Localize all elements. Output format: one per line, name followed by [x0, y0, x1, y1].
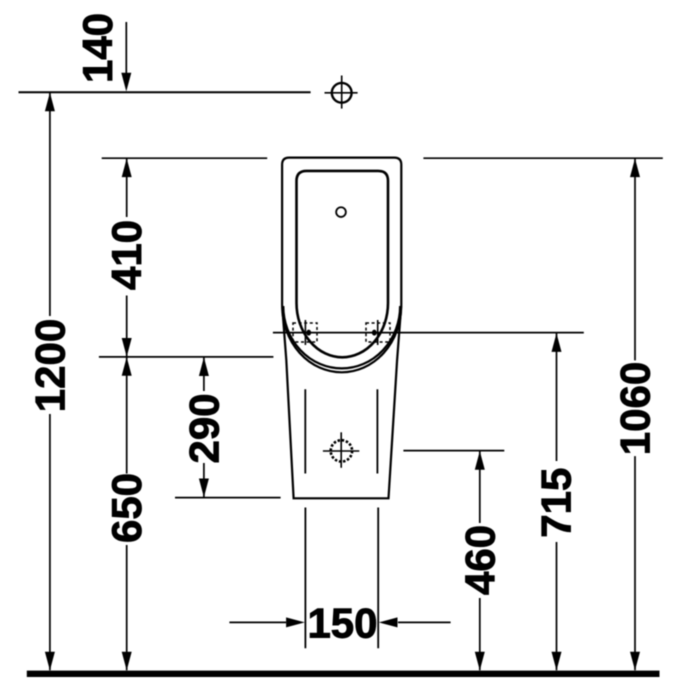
svg-text:650: 650	[103, 473, 150, 543]
svg-text:410: 410	[103, 220, 150, 290]
svg-text:460: 460	[456, 525, 503, 595]
svg-text:150: 150	[307, 600, 377, 647]
svg-text:715: 715	[533, 468, 580, 538]
svg-text:1060: 1060	[612, 362, 659, 455]
svg-text:140: 140	[74, 13, 121, 83]
svg-text:1200: 1200	[26, 319, 73, 412]
svg-text:290: 290	[180, 393, 227, 463]
